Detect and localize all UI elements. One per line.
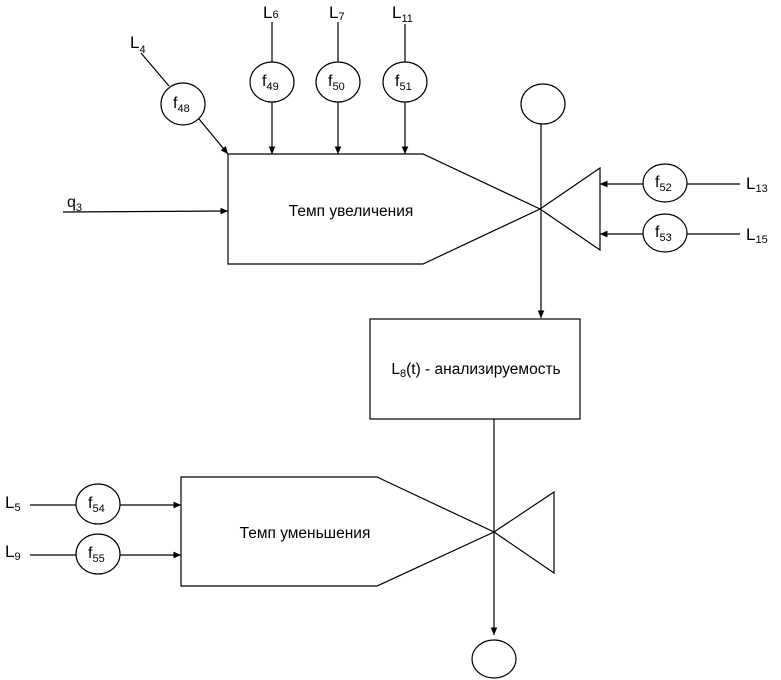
level-block <box>369 318 581 420</box>
q3-label: q3 <box>67 194 82 214</box>
decrease-valve <box>492 490 555 575</box>
increase-rate-label: Темп увеличения <box>289 203 414 220</box>
f48-circle <box>160 82 206 126</box>
f53-circle <box>642 213 688 253</box>
f55-label: f55 <box>88 545 105 565</box>
q3-arrow <box>62 207 229 215</box>
f48-arrow <box>198 118 229 155</box>
f54-circle <box>75 483 121 525</box>
increase-rate-block <box>227 153 542 265</box>
level-label: L8(t) - анализируемость <box>391 361 560 380</box>
f49-label: f49 <box>262 73 279 93</box>
increase-source-circle <box>520 83 566 125</box>
decrease-sink-circle <box>471 639 517 679</box>
L9-label: L9 <box>5 542 21 563</box>
f48-label: f48 <box>173 95 190 115</box>
f54-label: f54 <box>88 495 105 515</box>
f53-label: f53 <box>655 224 672 244</box>
f52-label: f52 <box>655 174 672 194</box>
L11-label: L11 <box>392 3 413 25</box>
f52-circle <box>642 163 688 203</box>
L13-label: L13 <box>746 174 768 195</box>
increase-valve <box>538 166 601 252</box>
L7-label: L7 <box>329 3 345 23</box>
f50-label: f50 <box>328 73 345 93</box>
L4-line <box>140 52 170 87</box>
L6-label: L6 <box>263 3 279 22</box>
L5-label: L5 <box>5 493 21 514</box>
L4-label: L4 <box>130 33 146 56</box>
decrease-rate-block <box>180 476 496 587</box>
decrease-rate-label: Темп уменьшения <box>240 525 371 542</box>
f51-label: f51 <box>395 73 412 93</box>
f55-circle <box>75 533 121 575</box>
L15-label: L15 <box>746 225 768 246</box>
